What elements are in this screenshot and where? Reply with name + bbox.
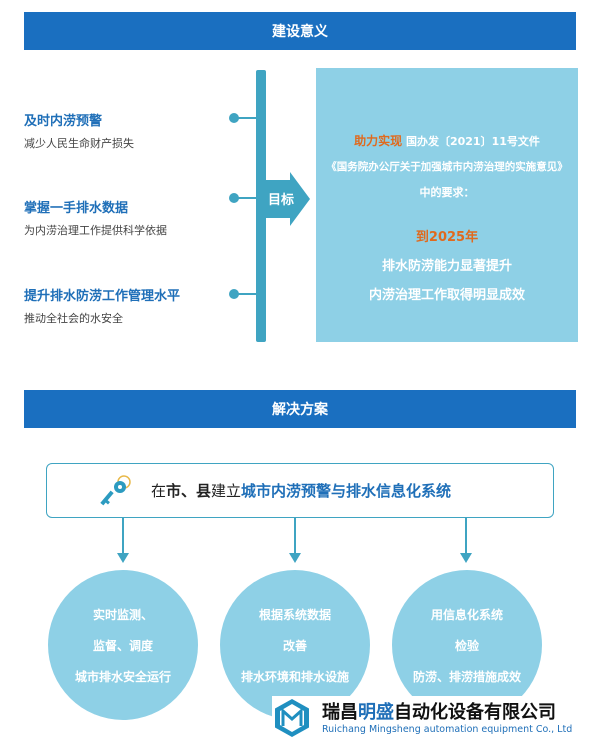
target-goal-1: 排水防涝能力显著提升 (381, 259, 512, 274)
circle-line: 根据系统数据 (258, 608, 331, 622)
section-header-text: 建设意义 (272, 24, 328, 40)
item-title: 及时内涝预警 (24, 114, 103, 129)
target-year: 到2025年 (415, 230, 479, 245)
circle-line: 检验 (454, 639, 479, 653)
circle-line: 排水环境和排水设施 (240, 670, 349, 684)
item-desc: 推动全社会的水安全 (24, 312, 123, 325)
solution-text: 在市、县建立城市内涝预警与排水信息化系统 (151, 480, 451, 501)
section-header-text: 解决方案 (272, 402, 328, 418)
company-name: 瑞昌明盛自动化设备有限公司 (322, 698, 556, 724)
significance-item: 掌握一手排水数据 为内涝治理工作提供科学依据 (24, 197, 234, 238)
connector-dot (229, 193, 239, 203)
significance-item: 及时内涝预警 减少人民生命财产损失 (24, 110, 234, 151)
target-arrow-icon (262, 172, 310, 226)
down-arrow-icon (117, 517, 129, 563)
item-desc: 减少人民生命财产损失 (24, 137, 134, 150)
down-arrow-icon (289, 517, 301, 563)
solution-system: 城市内涝预警与排水信息化系统 (241, 482, 452, 500)
section-header-significance: 建设意义 (24, 12, 576, 50)
target-line-3: 中的要求： (419, 186, 475, 199)
significance-item: 提升排水防涝工作管理水平 推动全社会的水安全 (24, 285, 234, 326)
solution-box: 在市、县建立城市内涝预警与排水信息化系统 (46, 463, 554, 518)
target-arrow-label: 目标 (268, 193, 295, 208)
circle-line: 实时监测、 (92, 608, 153, 622)
connector-line (236, 197, 258, 199)
target-highlight: 助力实现 (354, 134, 403, 148)
company-name-part: 瑞昌 (322, 702, 358, 723)
connector-dot (229, 113, 239, 123)
circle-line: 防涝、排涝措施成效 (412, 670, 521, 684)
solution-circle: 实时监测、 监督、调度 城市排水安全运行 (48, 570, 198, 720)
company-logo-icon (275, 699, 309, 737)
company-name-part: 自动化设备有限公司 (394, 702, 556, 723)
item-title: 提升排水防涝工作管理水平 (24, 289, 181, 304)
connector-line (236, 117, 258, 119)
target-line-2: 《国务院办公厅关于加强城市内涝治理的实施意见》 (326, 161, 568, 173)
target-doc: 国办发〔2021〕11号文件 (405, 135, 540, 148)
connector-line (236, 293, 258, 295)
company-logo: 瑞昌明盛自动化设备有限公司 Ruichang Mingsheng automat… (272, 696, 598, 742)
circle-line: 改善 (282, 639, 307, 653)
target-panel: 助力实现 国办发〔2021〕11号文件 《国务院办公厅关于加强城市内涝治理的实施… (316, 68, 578, 342)
solution-part: 市、县 (166, 482, 212, 500)
solution-circle: 用信息化系统 检验 防涝、排涝措施成效 (392, 570, 542, 720)
company-name-part: 明盛 (358, 702, 394, 723)
item-title: 掌握一手排水数据 (24, 201, 129, 216)
down-arrow-icon (460, 517, 472, 563)
solution-circle: 根据系统数据 改善 排水环境和排水设施 (220, 570, 370, 720)
solution-part: 在 (151, 482, 167, 500)
solution-part: 建立 (211, 482, 242, 500)
key-icon (100, 475, 131, 506)
circle-line: 城市排水安全运行 (74, 670, 171, 684)
circle-line: 用信息化系统 (430, 608, 503, 622)
timeline-bar (256, 70, 266, 342)
target-line-1: 助力实现 国办发〔2021〕11号文件 (316, 132, 578, 149)
target-goal-2: 内涝治理工作取得明显成效 (368, 288, 525, 303)
circle-line: 监督、调度 (92, 639, 153, 653)
company-english-name: Ruichang Mingsheng automation equipment … (322, 724, 573, 735)
section-header-solution: 解决方案 (24, 390, 576, 428)
item-desc: 为内涝治理工作提供科学依据 (24, 224, 167, 237)
connector-dot (229, 289, 239, 299)
